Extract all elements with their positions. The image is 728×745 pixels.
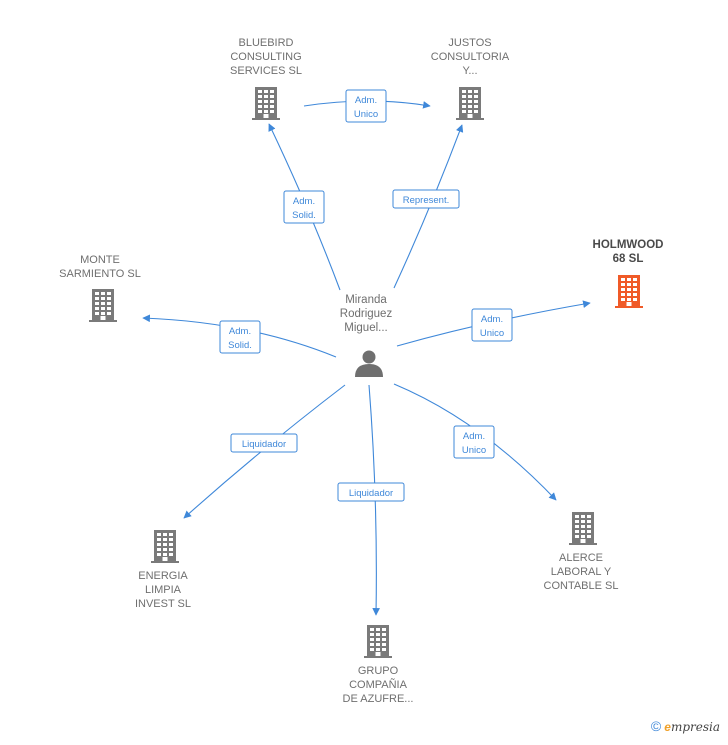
node-label-line: SARMIENTO SL: [59, 268, 141, 280]
node-company-bluebird[interactable]: BLUEBIRD CONSULTING SERVICES SL: [230, 37, 302, 120]
building-icon: [364, 625, 392, 658]
footer-brand: ©empresia: [651, 718, 720, 734]
edge-person-holmwood: Adm. Unico: [396, 300, 591, 347]
edge-bluebird-justos: Adm. Unico: [303, 89, 431, 123]
edge-label-box: [219, 320, 261, 354]
edge-label-text: Adm.: [355, 95, 377, 106]
node-company-monte[interactable]: MONTE SARMIENTO SL: [59, 254, 141, 322]
edge-label-text: Unico: [480, 328, 504, 339]
node-label-line: COMPAÑIA: [349, 678, 408, 691]
building-icon: [252, 87, 280, 120]
node-company-energia[interactable]: ENERGIA LIMPIA INVEST SL: [135, 530, 191, 610]
edge-label-box: [230, 433, 298, 453]
node-label-line: CONSULTING: [230, 51, 301, 63]
edge-label-text: Adm.: [463, 431, 485, 442]
person-icon: [355, 350, 383, 377]
edge-label-text: Adm.: [481, 314, 503, 325]
node-label-line: 68 SL: [613, 253, 644, 265]
edge-label-text: Solid.: [228, 340, 252, 351]
edge-label-text: Liquidador: [349, 488, 393, 499]
node-person[interactable]: MirandaRodriguezMiguel...: [340, 294, 393, 377]
edge-person-bluebird: Adm. Solid.: [268, 123, 341, 291]
node-label-line: JUSTOS: [448, 37, 491, 49]
edge-label-box: [283, 190, 325, 224]
node-label-line: ENERGIA: [138, 570, 188, 582]
edge-label-box: [392, 189, 460, 209]
node-label-line: BLUEBIRD: [238, 37, 293, 49]
node-label-line: ALERCE: [559, 552, 603, 564]
edge-label-text: Solid.: [292, 210, 316, 221]
building-icon: [569, 512, 597, 545]
building-icon: [615, 275, 643, 308]
node-label-line: Miranda: [345, 294, 387, 306]
building-icon: [456, 87, 484, 120]
edge-label-box: [453, 425, 495, 459]
edge-person-grupo: Liquidador: [337, 384, 405, 616]
edge-person-energia: Liquidador: [183, 384, 346, 519]
edge-person-alerce: Adm. Unico: [393, 383, 557, 501]
edge-label-text: Unico: [462, 445, 486, 456]
node-label-line: Miguel...: [344, 322, 387, 334]
edge-person-justos: Represent.: [392, 124, 464, 289]
node-label-line: INVEST SL: [135, 598, 191, 610]
node-company-alerce[interactable]: ALERCE LABORAL Y CONTABLE SL: [544, 512, 619, 592]
node-label-line: GRUPO: [358, 665, 399, 677]
copyright-icon: ©: [650, 718, 662, 734]
edge-label-text: Unico: [354, 109, 378, 120]
node-company-holmwood[interactable]: HOLMWOOD 68 SL: [593, 239, 664, 308]
edge-label-box: [345, 89, 387, 123]
building-icon: [89, 289, 117, 322]
node-label-line: HOLMWOOD: [593, 239, 664, 251]
node-label-line: DE AZUFRE...: [343, 693, 414, 705]
node-label-line: Y...: [462, 65, 477, 77]
brand-initial: e: [664, 720, 671, 734]
node-label-line: SERVICES SL: [230, 65, 302, 77]
edge-label-text: Adm.: [293, 196, 315, 207]
node-label-line: LABORAL Y: [551, 566, 612, 578]
node-label-line: MONTE: [80, 254, 120, 266]
brand-name: mpresia: [670, 720, 720, 734]
edge-label-box: [471, 308, 513, 342]
node-label-line: CONSULTORIA: [431, 51, 510, 63]
edge-label-text: Represent.: [403, 195, 449, 206]
node-company-justos[interactable]: JUSTOS CONSULTORIA Y...: [431, 37, 510, 120]
node-label-line: CONTABLE SL: [544, 580, 619, 592]
edge-person-monte: Adm. Solid.: [142, 314, 337, 358]
node-label-line: LIMPIA: [145, 584, 182, 596]
edge-label-text: Liquidador: [242, 439, 286, 450]
node-label-line: Rodriguez: [340, 308, 393, 320]
edge-label-box: [337, 482, 405, 502]
edge-label-text: Adm.: [229, 326, 251, 337]
building-icon: [151, 530, 179, 563]
